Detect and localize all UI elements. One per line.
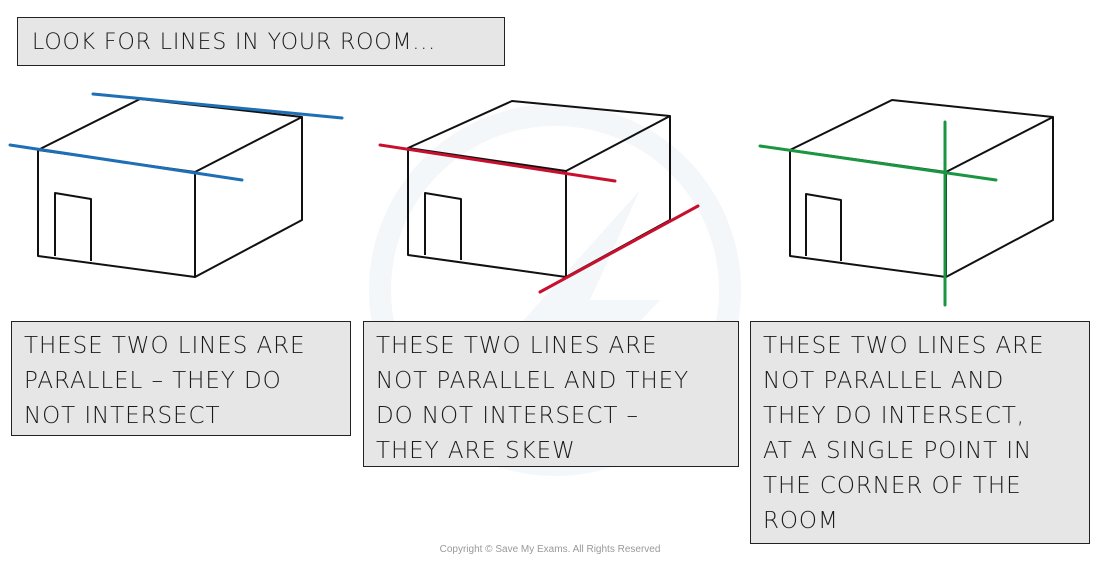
- caption-line: THESE TWO LINES ARE: [24, 333, 306, 359]
- title-box: LOOK FOR LINES IN YOUR ROOM...: [17, 17, 505, 66]
- room-roof: [37, 98, 303, 151]
- caption-line: THESE TWO LINES ARE: [763, 333, 1045, 359]
- caption-line: DO NOT INTERSECT –: [376, 403, 639, 429]
- caption-line: AT A SINGLE POINT IN: [763, 438, 1033, 464]
- room-side-wall: [945, 116, 1054, 278]
- caption-line: THEY ARE SKEW: [376, 438, 576, 464]
- caption-line: ROOM: [763, 508, 839, 534]
- room-parallel: [37, 98, 303, 278]
- caption-line: NOT PARALLEL AND THEY: [376, 368, 690, 394]
- room-intersecting: [789, 99, 1054, 278]
- caption-line: THEY DO INTERSECT,: [763, 403, 1026, 429]
- parallel-line-front: [8, 143, 244, 182]
- caption-intersecting: THESE TWO LINES ARE NOT PARALLEL AND THE…: [750, 321, 1090, 544]
- title-text: LOOK FOR LINES IN YOUR ROOM...: [32, 30, 436, 55]
- room-door: [54, 192, 92, 261]
- caption-line: NOT INTERSECT: [24, 403, 221, 429]
- caption-line: THESE TWO LINES ARE: [376, 333, 658, 359]
- room-door: [424, 192, 462, 260]
- room-roof: [789, 99, 1054, 151]
- copyright-notice: Copyright © Save My Exams. All Rights Re…: [439, 544, 661, 555]
- parallel-lines: [8, 92, 344, 182]
- room-roof: [407, 100, 671, 149]
- room-door: [805, 193, 842, 261]
- caption-line: PARALLEL – THEY DO: [24, 368, 282, 394]
- skew-line-bottom: [538, 204, 700, 294]
- intersecting-lines: [758, 120, 998, 307]
- skew-line-top: [378, 143, 617, 183]
- caption-line: NOT PARALLEL AND: [763, 368, 1005, 394]
- intersecting-line-horizontal: [758, 144, 998, 182]
- room-side-wall: [194, 116, 303, 278]
- caption-parallel: THESE TWO LINES ARE PARALLEL – THEY DO N…: [11, 321, 351, 436]
- parallel-line-top: [91, 92, 344, 120]
- caption-skew: THESE TWO LINES ARE NOT PARALLEL AND THE…: [363, 321, 739, 467]
- caption-line: THE CORNER OF THE: [763, 473, 1022, 499]
- skew-lines: [378, 143, 700, 294]
